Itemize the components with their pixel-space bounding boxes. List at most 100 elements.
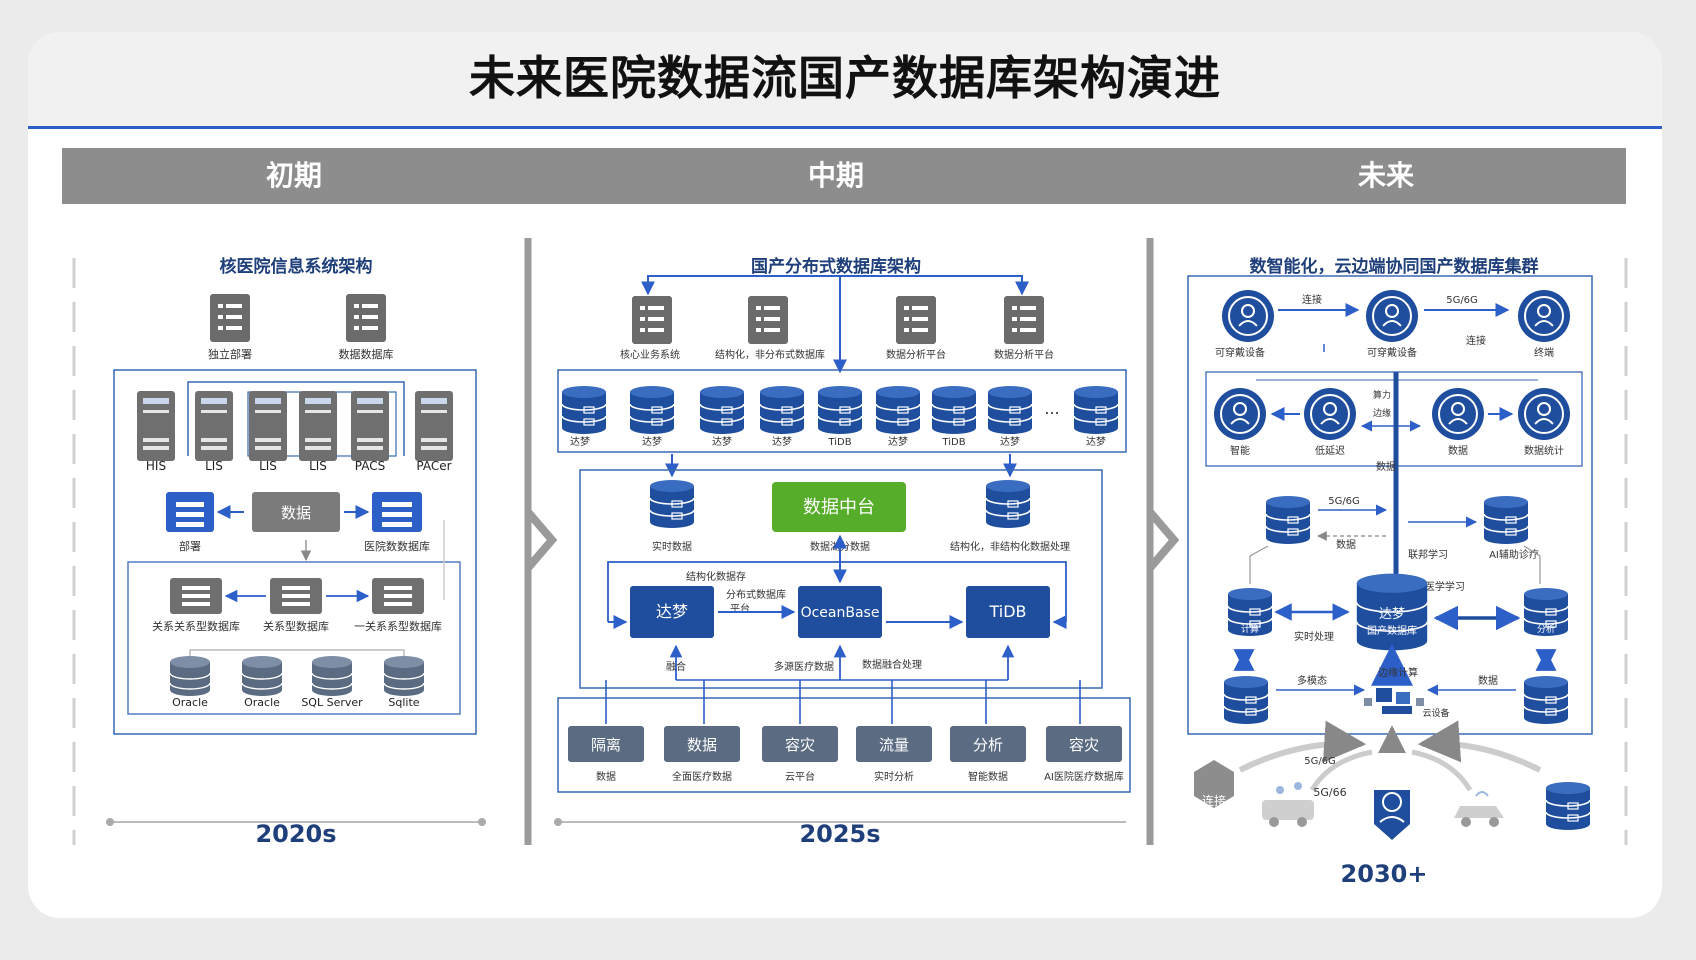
svg-text:PACer: PACer [416, 459, 451, 473]
svg-text:AI辅助诊疗: AI辅助诊疗 [1489, 548, 1539, 561]
svg-text:HIS: HIS [146, 459, 166, 473]
data-platform-box [579, 469, 1103, 689]
svg-text:低延迟: 低延迟 [1315, 444, 1345, 457]
svg-text:可穿戴设备: 可穿戴设备 [1215, 346, 1265, 359]
low-latency-icon [1303, 387, 1357, 441]
svg-text:达梦: 达梦 [1000, 436, 1020, 448]
database-icon [561, 385, 607, 435]
svg-text:智能数据: 智能数据 [968, 770, 1008, 783]
svg-text:多源医疗数据: 多源医疗数据 [774, 660, 834, 673]
svg-text:融合: 融合 [666, 660, 686, 673]
svg-text:5G/6G: 5G/6G [1446, 295, 1478, 306]
svg-text:边缘计算: 边缘计算 [1378, 666, 1418, 679]
vehicle-icon [1454, 791, 1504, 827]
svg-text:算力: 算力 [1373, 389, 1391, 401]
mid-subtitle: 国产分布式数据库架构 [751, 256, 921, 277]
svg-text:达梦: 达梦 [1086, 436, 1106, 448]
database-icon [1483, 495, 1529, 545]
svg-text:计算: 计算 [1241, 623, 1259, 635]
svg-text:数据融合处理: 数据融合处理 [862, 658, 922, 671]
svg-text:容灾: 容灾 [785, 736, 815, 754]
svg-text:实时分析: 实时分析 [874, 770, 914, 783]
wearable-icon [1221, 289, 1275, 343]
ground-layer: 连接 5G/6G 5G/66 [1194, 720, 1591, 840]
title-divider [28, 126, 1662, 129]
svg-text:PACS: PACS [355, 459, 385, 473]
server-icon [748, 296, 788, 344]
svg-text:连接: 连接 [1302, 293, 1322, 306]
database-icon [759, 385, 805, 435]
svg-text:数据中台: 数据中台 [803, 497, 875, 518]
doctor-icon [1374, 790, 1410, 840]
svg-text:分布式数据库: 分布式数据库 [726, 588, 786, 601]
svg-text:实时处理: 实时处理 [1294, 630, 1334, 643]
svg-text:隔离: 隔离 [591, 736, 621, 754]
svg-text:医院数数据库: 医院数数据库 [364, 539, 430, 553]
svg-text:边缘: 边缘 [1373, 407, 1391, 419]
realtime-db-icon [649, 479, 695, 529]
svg-text:达梦: 达梦 [888, 436, 908, 448]
cloud-hub-icon [1364, 688, 1424, 714]
svg-text:达梦: 达梦 [570, 436, 590, 448]
oracle-db-icon [241, 655, 283, 697]
dameng-box [630, 586, 714, 638]
svg-text:数据: 数据 [281, 504, 311, 522]
svg-text:数据: 数据 [1478, 674, 1498, 687]
sqlite-db-icon [383, 655, 425, 697]
svg-text:OceanBase: OceanBase [801, 605, 880, 621]
svg-text:5G/6G: 5G/6G [1304, 756, 1336, 767]
server-tower-icon [299, 391, 337, 461]
svg-text:数据: 数据 [1448, 444, 1468, 457]
svg-text:达梦: 达梦 [642, 436, 662, 448]
oceanbase-box [798, 586, 882, 638]
server-icon [896, 296, 936, 344]
stage-header-future: 未来 [1146, 148, 1626, 204]
svg-text:多模态: 多模态 [1297, 674, 1327, 687]
data-box [252, 492, 340, 532]
svg-text:数据: 数据 [687, 736, 717, 754]
svg-text:核心业务系统: 核心业务系统 [620, 348, 680, 361]
svg-text:LIS: LIS [205, 459, 223, 473]
smart-icon [1213, 387, 1267, 441]
svg-text:智能: 智能 [1230, 444, 1250, 457]
svg-text:Oracle: Oracle [244, 696, 280, 709]
terminal-icon [1517, 289, 1571, 343]
oracle-db-icon [169, 655, 211, 697]
svg-text:达梦: 达梦 [656, 602, 688, 621]
future-stage: 数智能化，云边端协同国产数据库集群 可穿戴设备 可穿戴设备 终端 连接 5G/6… [1187, 256, 1593, 888]
svg-text:达梦: 达梦 [772, 436, 792, 448]
svg-text:5G/66: 5G/66 [1313, 786, 1346, 799]
database-icon [629, 385, 675, 435]
statistics-icon [1517, 387, 1571, 441]
svg-text:国产数据库: 国产数据库 [1367, 624, 1417, 637]
database-icon [1545, 781, 1591, 831]
title-bar [28, 32, 1662, 126]
svg-text:数据数据库: 数据数据库 [339, 347, 394, 361]
future-year: 2030+ [1341, 860, 1428, 888]
svg-text:TiDB: TiDB [827, 437, 851, 448]
svg-text:云设备: 云设备 [1422, 707, 1449, 719]
svg-text:数据分析平台: 数据分析平台 [886, 348, 946, 361]
svg-text:可穿戴设备: 可穿戴设备 [1367, 346, 1417, 359]
svg-text:终端: 终端 [1534, 346, 1554, 359]
server-tower-icon [137, 391, 175, 461]
relational-db-box [127, 561, 461, 715]
early-subtitle: 核医院信息系统架构 [220, 256, 373, 277]
tidb-box [966, 586, 1050, 638]
database-icon [1073, 385, 1119, 435]
svg-text:结构化，非结构化数据处理: 结构化，非结构化数据处理 [950, 540, 1070, 553]
svg-text:全面医疗数据: 全面医疗数据 [672, 770, 732, 783]
svg-text:达梦: 达梦 [712, 436, 732, 448]
stage-separators [72, 238, 1628, 845]
future-subtitle: 数智能化，云边端协同国产数据库集群 [1250, 256, 1539, 277]
page-title: 未来医院数据流国产数据库架构演进 [469, 52, 1221, 104]
stage-header-mid: 中期 [526, 148, 1146, 204]
svg-text:数据: 数据 [1376, 460, 1396, 473]
svg-text:流量: 流量 [879, 736, 909, 754]
database-icon [1223, 675, 1269, 725]
database-icon [1265, 495, 1311, 545]
svg-text:数据统计: 数据统计 [1524, 444, 1564, 457]
svg-text:结构化数据存: 结构化数据存 [686, 570, 746, 583]
server-icon [346, 294, 386, 342]
